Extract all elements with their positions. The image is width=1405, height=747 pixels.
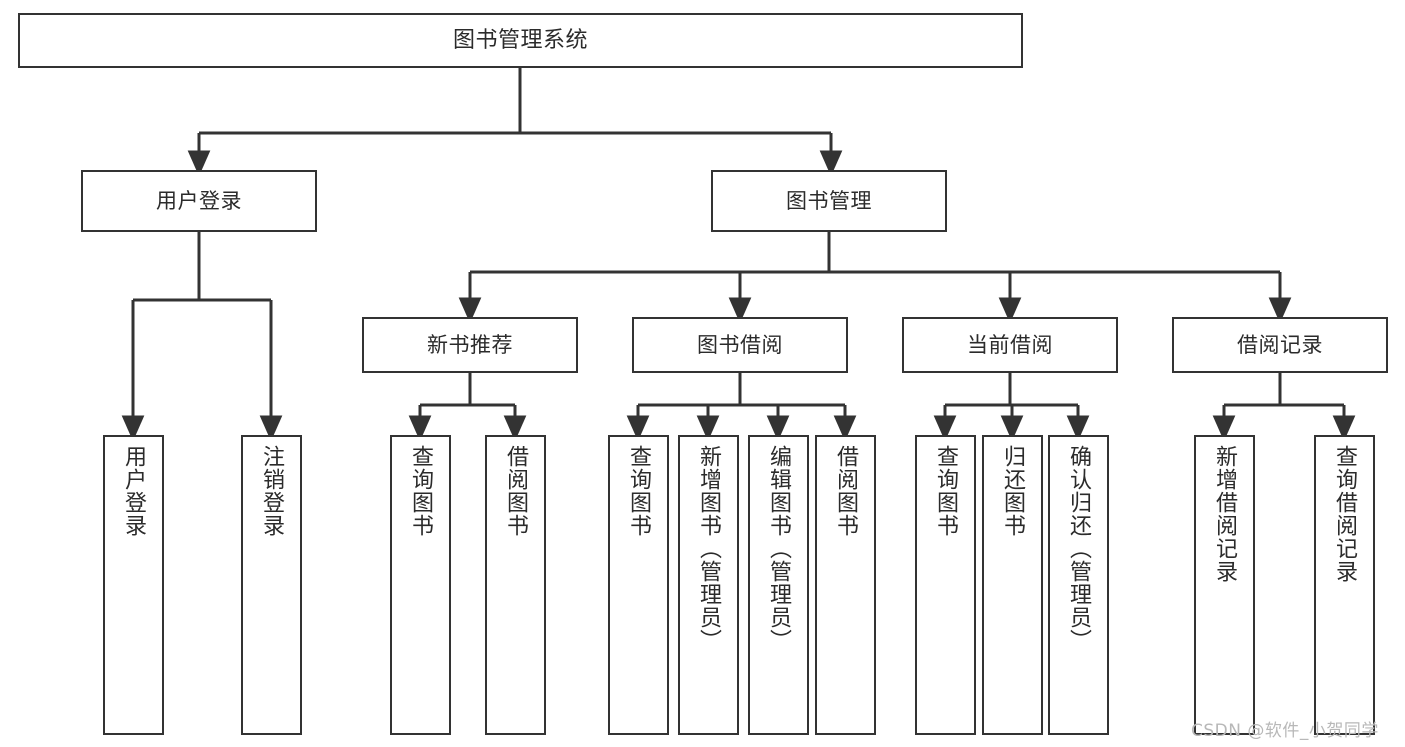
node-label: 借阅图书	[833, 445, 859, 537]
leaf-query-books-current[interactable]: 查询图书	[915, 435, 976, 735]
node-label: 借阅记录	[1237, 332, 1323, 357]
node-label: 查询图书	[933, 445, 959, 537]
leaf-query-books-borrow[interactable]: 查询图书	[608, 435, 669, 735]
node-label: 新书推荐	[427, 332, 513, 357]
node-label: 用户登录	[121, 445, 147, 537]
node-root-book-management-system[interactable]: 图书管理系统	[18, 13, 1023, 68]
leaf-borrow-books[interactable]: 借阅图书	[815, 435, 876, 735]
node-user-login[interactable]: 用户登录	[81, 170, 317, 232]
node-label: 查询借阅记录	[1332, 445, 1358, 583]
node-label: 借阅图书	[503, 445, 529, 537]
leaf-query-books-newbook[interactable]: 查询图书	[390, 435, 451, 735]
node-label: 注销登录	[259, 445, 285, 537]
leaf-user-login[interactable]: 用户登录	[103, 435, 164, 735]
node-current-borrowing[interactable]: 当前借阅	[902, 317, 1118, 373]
watermark-text: CSDN @软件_小贺同学	[1191, 721, 1379, 741]
node-label: 查询图书	[408, 445, 434, 537]
node-label: 图书借阅	[697, 332, 783, 357]
node-label: 图书管理	[786, 188, 872, 213]
node-new-book-recommendation[interactable]: 新书推荐	[362, 317, 578, 373]
node-book-borrowing[interactable]: 图书借阅	[632, 317, 848, 373]
node-book-management[interactable]: 图书管理	[711, 170, 947, 232]
leaf-add-borrow-record[interactable]: 新增借阅记录	[1194, 435, 1255, 735]
leaf-add-book-admin[interactable]: 新增图书（管理员）	[678, 435, 739, 735]
leaf-query-borrow-record[interactable]: 查询借阅记录	[1314, 435, 1375, 735]
node-label: 当前借阅	[967, 332, 1053, 357]
node-label: 新增图书（管理员）	[696, 445, 722, 652]
node-borrowing-records[interactable]: 借阅记录	[1172, 317, 1388, 373]
leaf-return-books[interactable]: 归还图书	[982, 435, 1043, 735]
leaf-logout[interactable]: 注销登录	[241, 435, 302, 735]
node-label: 新增借阅记录	[1212, 445, 1238, 583]
node-label: 用户登录	[156, 188, 242, 213]
node-label: 编辑图书（管理员）	[766, 445, 792, 652]
leaf-confirm-return-admin[interactable]: 确认归还（管理员）	[1048, 435, 1109, 735]
leaf-borrow-books-newbook[interactable]: 借阅图书	[485, 435, 546, 735]
node-label: 图书管理系统	[452, 27, 588, 53]
leaf-edit-book-admin[interactable]: 编辑图书（管理员）	[748, 435, 809, 735]
node-label: 确认归还（管理员）	[1066, 445, 1092, 652]
node-label: 查询图书	[626, 445, 652, 537]
node-label: 归还图书	[1000, 445, 1026, 537]
